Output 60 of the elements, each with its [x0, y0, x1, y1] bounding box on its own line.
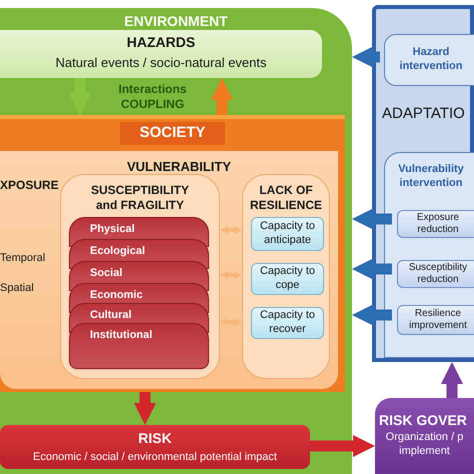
- heading: Exposure reduction: [416, 212, 460, 236]
- arrow: [352, 304, 392, 326]
- vulnerability-intervention-box: [384, 152, 474, 358]
- heading: LACK OF RESILIENCE: [248, 183, 323, 213]
- heading: ADAPTATIO: [381, 104, 465, 124]
- environment-panel: [0, 8, 352, 474]
- institutional-layer: [69, 323, 209, 369]
- vulnerability-panel: [0, 151, 338, 389]
- column-heading: XPOSURE: [0, 177, 58, 194]
- arrow: [352, 46, 380, 68]
- heading: Physical: [90, 222, 135, 237]
- arrow: [134, 392, 156, 425]
- exposure-item: Spatial: [0, 281, 35, 296]
- heading: Capacity to recover: [258, 309, 316, 337]
- interaction-label: Interactions COUPLING: [117, 82, 188, 112]
- heading: Susceptibility reduction: [408, 262, 468, 286]
- heading: SOCIETY: [120, 122, 226, 144]
- heading: Institutional: [90, 328, 152, 343]
- adaptation-panel: [372, 5, 474, 362]
- arrow: [220, 271, 242, 279]
- arrow: [441, 362, 463, 398]
- heading: Capacity to anticipate: [258, 220, 316, 248]
- heading: RISK: [138, 429, 172, 448]
- arrow: [220, 226, 242, 234]
- intervention-box: [397, 305, 474, 335]
- arrow: [69, 78, 91, 115]
- arrow: [310, 435, 375, 457]
- heading: Vulnerability intervention: [397, 163, 465, 190]
- heading: Social: [90, 266, 122, 281]
- heading: Economic: [90, 288, 143, 303]
- risk-governance-box: [375, 398, 474, 474]
- exposure-item: Temporal: [0, 251, 46, 266]
- arrow: [352, 208, 392, 230]
- hazards-box: [0, 30, 322, 78]
- heading: RISK GOVER: [378, 411, 467, 430]
- description: Natural events / socio-natural events: [56, 54, 266, 72]
- arrow: [220, 318, 242, 326]
- hazard-intervention-box: [384, 34, 474, 86]
- heading: Capacity to cope: [258, 265, 316, 293]
- heading: Resilience improvement: [408, 308, 468, 332]
- intervention-box: [397, 210, 474, 238]
- arrow: [211, 78, 233, 115]
- capacity-box: [251, 263, 324, 295]
- capacity-box: [251, 217, 324, 251]
- description: Organization / p implement: [384, 431, 464, 458]
- risk-box: [0, 425, 310, 469]
- capacity-box: [251, 307, 324, 339]
- heading: SUSCEPTIBILITY and FRAGILITY: [90, 183, 190, 213]
- susceptibility-box: [60, 174, 220, 379]
- description: Economic / social / environmental potential impact: [33, 450, 277, 466]
- heading: HAZARDS: [126, 33, 196, 52]
- heading: Hazard intervention: [398, 46, 464, 74]
- heading: Cultural: [90, 308, 132, 323]
- intervention-box: [397, 260, 474, 288]
- resilience-box: [242, 174, 330, 379]
- heading: ENVIRONMENT: [124, 12, 228, 31]
- heading: VULNERABILITY: [126, 158, 231, 176]
- arrow: [352, 258, 392, 280]
- society-panel: [0, 115, 345, 392]
- heading: Ecological: [90, 244, 146, 259]
